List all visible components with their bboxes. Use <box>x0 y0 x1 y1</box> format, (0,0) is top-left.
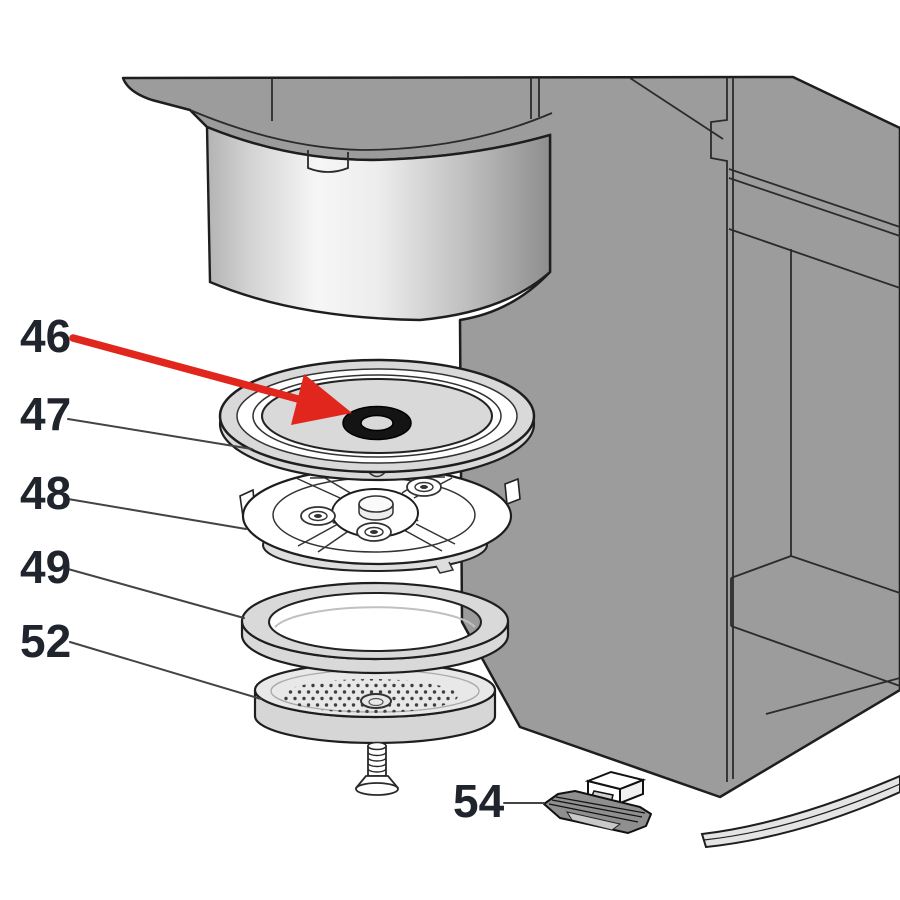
callout-52-leader <box>69 641 262 700</box>
gasket-inner-wall <box>274 606 476 628</box>
tube-mid-line <box>703 783 900 841</box>
screw-boss-left <box>300 506 336 526</box>
callout-54-label: 54 <box>453 775 505 827</box>
oring-body <box>342 405 412 441</box>
block-boss-top <box>358 495 394 513</box>
block-screw-bosses <box>300 477 442 542</box>
screw-shank-top <box>367 741 387 751</box>
screen-screw <box>355 741 399 796</box>
drain-tube <box>700 774 900 849</box>
callout-49-leader <box>67 568 245 619</box>
shower-screen-center-hole-inner <box>368 697 384 707</box>
group-head-cylinder <box>205 125 552 322</box>
callout-48-label: 48 <box>20 467 71 519</box>
gasket-inner-edge <box>268 592 482 652</box>
gasket-outer-edge <box>240 581 510 661</box>
screw-boss-bottom <box>356 522 392 542</box>
callout-49-label: 49 <box>20 541 71 593</box>
clip-ridges <box>548 796 646 823</box>
block-flange-notch <box>435 561 455 574</box>
callout-48-leader <box>67 498 247 530</box>
machine-panel-seams <box>189 77 900 782</box>
leader-lines <box>67 418 545 804</box>
part-49-group-gasket <box>240 581 510 675</box>
part-46-oring <box>342 405 412 441</box>
callout-52-label: 52 <box>20 615 71 667</box>
tube-band <box>700 774 900 849</box>
shower-screen-center-hole <box>360 693 392 709</box>
part-48-dispersion-block <box>239 466 521 574</box>
callout-47-label: 47 <box>20 388 71 440</box>
callout-47-leader <box>67 418 253 450</box>
part-52-shower-screen <box>253 661 497 745</box>
block-right-ear <box>504 477 521 506</box>
part-47-sight-ring <box>218 358 536 482</box>
callout-46-arrow <box>69 334 352 425</box>
clip-inner-face <box>565 811 622 831</box>
cylinder-top-notch <box>307 150 349 173</box>
screw-head-bottom <box>355 782 399 796</box>
connector-top <box>584 770 647 791</box>
callout-46-label: 46 <box>20 310 71 362</box>
part-54-sensor-clip <box>543 770 652 834</box>
screw-boss-right <box>406 477 442 497</box>
